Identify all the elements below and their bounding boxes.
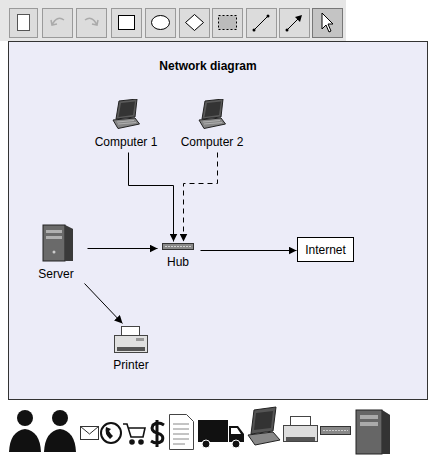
- node-label: Hub: [158, 255, 198, 269]
- line-end: [253, 29, 256, 32]
- phone-icon: [101, 423, 121, 443]
- process-box: Internet: [297, 237, 354, 262]
- node-label: Computer 2: [172, 135, 252, 149]
- line-end: [286, 29, 289, 32]
- palette: [0, 404, 436, 456]
- hub-icon: [321, 427, 351, 435]
- hub-node: Hub: [158, 242, 198, 269]
- server-icon: [356, 410, 390, 454]
- diamond-icon: [186, 15, 204, 31]
- connector: [184, 153, 218, 242]
- document-icon: [170, 415, 194, 450]
- line-icon: [254, 16, 268, 30]
- toolbar-bar: [0, 0, 346, 41]
- ellipse-icon: [152, 16, 170, 30]
- computer-node: Computer 1: [88, 99, 164, 149]
- hub-icon: [162, 242, 194, 251]
- new-icon: [18, 15, 30, 31]
- line-end: [267, 15, 270, 18]
- rectangle-icon: [119, 16, 135, 30]
- node-label: Internet: [305, 243, 346, 257]
- pointer-icon: [322, 13, 333, 32]
- connector: [129, 153, 174, 242]
- group-icon: [219, 16, 237, 30]
- undo-icon: [51, 18, 64, 25]
- truck-icon: [198, 420, 244, 448]
- node-label: Printer: [104, 358, 158, 372]
- printer-icon: [284, 417, 318, 442]
- computer-node: Computer 2: [172, 99, 252, 149]
- connector: [201, 250, 297, 251]
- laptop-icon: [248, 407, 280, 445]
- redo-icon: [85, 18, 98, 25]
- diagram-title: Network diagram: [108, 59, 308, 73]
- person-icon: [44, 410, 76, 452]
- node-label: Server: [30, 267, 82, 281]
- laptop-icon: [198, 99, 226, 130]
- node-label: Computer 1: [88, 135, 164, 149]
- cart-icon: [123, 424, 145, 444]
- printer-icon: [112, 325, 150, 356]
- toolbar: [0, 0, 436, 41]
- toolbar-buttons: [10, 9, 343, 38]
- server-icon: [35, 222, 77, 262]
- connector: [85, 284, 123, 324]
- arrow-head: [295, 15, 302, 22]
- laptop-icon: [112, 99, 140, 130]
- person-icon: [9, 410, 41, 452]
- printer-node: Printer: [104, 325, 158, 372]
- connector: [88, 248, 158, 249]
- dollar-icon: [151, 420, 164, 447]
- drawing-canvas: [8, 41, 428, 400]
- server-node: Server: [30, 222, 82, 281]
- envelope-icon: [81, 427, 99, 440]
